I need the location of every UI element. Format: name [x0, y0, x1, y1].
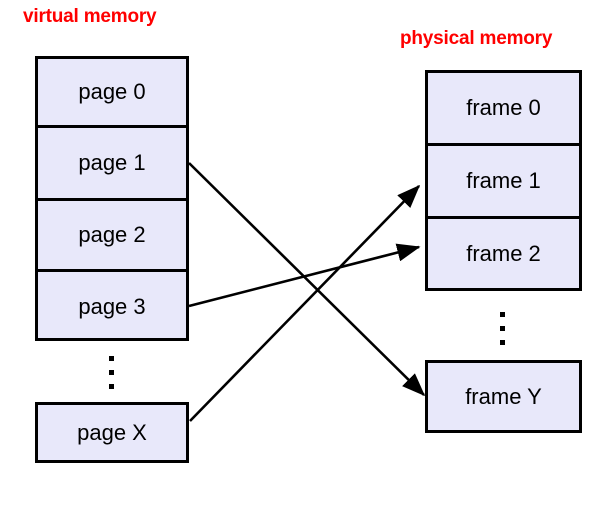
page-cell-1: page 1 [38, 128, 186, 201]
physical-memory-title: physical memory [400, 28, 553, 49]
mapping-arrow-page1-to-frameY [188, 162, 426, 397]
frame-cell-1: frame 1 [428, 146, 579, 219]
page-cell-x: page X [35, 402, 189, 463]
page-cell-3: page 3 [78, 293, 146, 319]
page-cell-2: page 2 [38, 201, 186, 272]
virtual-memory-ellipsis-icon [109, 356, 114, 389]
frame-cell-2: frame 2 [466, 240, 541, 266]
ellipsis-dot [500, 340, 505, 345]
mapping-arrow-page3-to-frame2 [188, 243, 421, 308]
physical-memory-ellipsis-icon [500, 312, 505, 345]
mapping-arrow-pageX-to-frame1 [189, 184, 421, 422]
ellipsis-dot [109, 370, 114, 375]
frame-cell-y: frame Y [425, 360, 582, 433]
virtual-memory-title: virtual memory [23, 6, 157, 27]
frame-cell-0: frame 0 [428, 73, 579, 146]
physical-memory-column: frame 0 frame 1 frame 2 [425, 70, 582, 291]
ellipsis-dot [500, 326, 505, 331]
ellipsis-dot [109, 384, 114, 389]
virtual-memory-column: page 0 page 1 page 2 page 3 [35, 56, 189, 341]
ellipsis-dot [500, 312, 505, 317]
ellipsis-dot [109, 356, 114, 361]
page-cell-0: page 0 [38, 59, 186, 128]
